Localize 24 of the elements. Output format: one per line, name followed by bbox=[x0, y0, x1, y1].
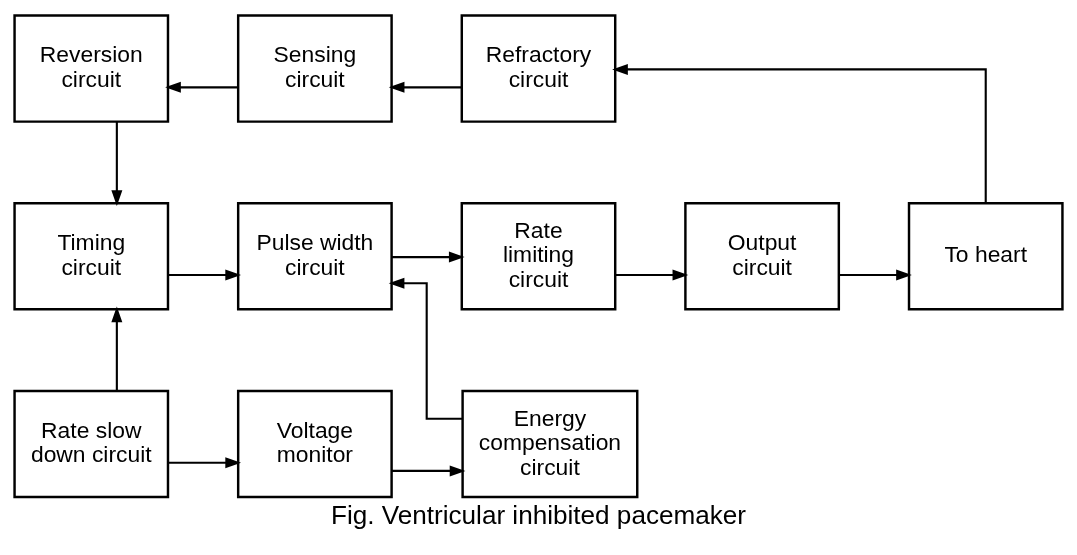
arrow bbox=[168, 269, 241, 281]
node-box: Voltage monitor bbox=[236, 389, 393, 499]
node-box: To heart bbox=[907, 202, 1064, 311]
node-box: Sensing circuit bbox=[236, 14, 393, 123]
node-box: Rate limiting circuit bbox=[460, 202, 617, 311]
node-box: Pulse width circuit bbox=[236, 202, 393, 311]
node-box: Timing circuit bbox=[13, 202, 170, 311]
arrow bbox=[111, 306, 123, 391]
arrow bbox=[612, 63, 987, 204]
arrow bbox=[165, 81, 238, 93]
node-box: Refractory circuit bbox=[460, 14, 617, 123]
arrow bbox=[168, 457, 241, 469]
node-box: Rate slow down circuit bbox=[13, 389, 170, 499]
arrow bbox=[391, 251, 465, 263]
arrow bbox=[388, 81, 462, 93]
arrow bbox=[839, 269, 912, 281]
arrow bbox=[388, 277, 463, 420]
arrow bbox=[111, 121, 123, 207]
node-box: Energy compensation circuit bbox=[461, 389, 639, 499]
node-box: Output circuit bbox=[684, 202, 841, 311]
caption: Fig. Ventricular inhibited pacemaker bbox=[330, 500, 747, 531]
arrow bbox=[391, 465, 466, 477]
arrow bbox=[615, 269, 689, 281]
node-box: Reversion circuit bbox=[13, 14, 170, 123]
